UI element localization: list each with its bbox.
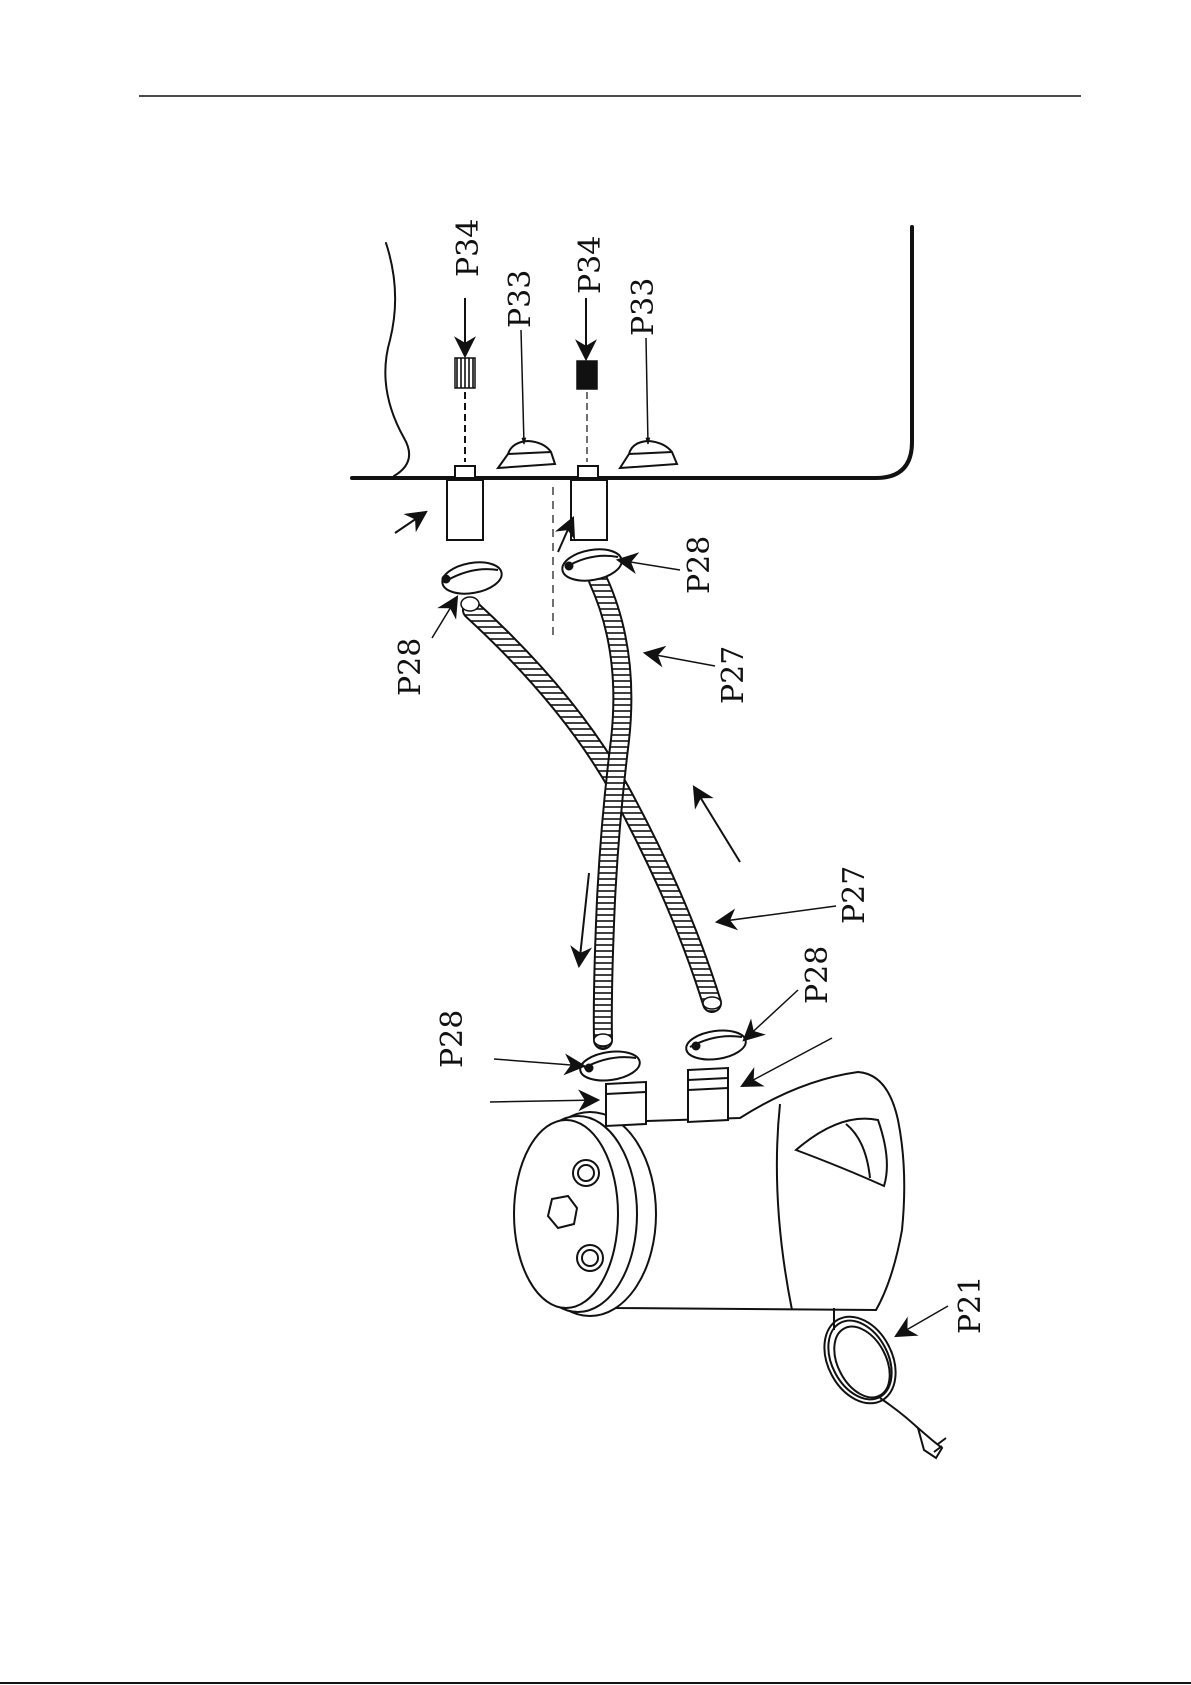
power-cord [810, 1304, 946, 1458]
label-p33-bottom: P33 [626, 278, 661, 336]
hose-clamp-pool-top [440, 558, 504, 598]
hose-clamp-pool-bottom [560, 545, 624, 585]
pump-connector-left [606, 1082, 646, 1126]
hose-clamp-pump-left [578, 1048, 641, 1084]
label-p27-upper: P27 [716, 646, 751, 704]
label-p34-top: P34 [451, 219, 486, 277]
nut-top [498, 441, 555, 468]
label-p28-pump-right: P28 [800, 946, 835, 1004]
label-p28-pump-left: P28 [435, 1010, 470, 1068]
label-p21-cord: P21 [953, 1276, 988, 1334]
strainer-plug-bottom [577, 361, 597, 462]
hose-upper [594, 580, 622, 1046]
pump-connector-right [688, 1068, 728, 1122]
label-p28-pool-top: P28 [393, 638, 428, 696]
label-p33-top: P33 [503, 270, 538, 328]
label-p34-bottom: P34 [573, 236, 608, 294]
label-p28-pool-bottom: P28 [682, 536, 717, 594]
pool-wall [352, 227, 912, 478]
hose-clamp-pump-right [684, 1027, 747, 1063]
label-p27-lower: P27 [837, 866, 872, 924]
strainer-plug-top [455, 358, 475, 462]
nut-bottom [620, 441, 677, 468]
